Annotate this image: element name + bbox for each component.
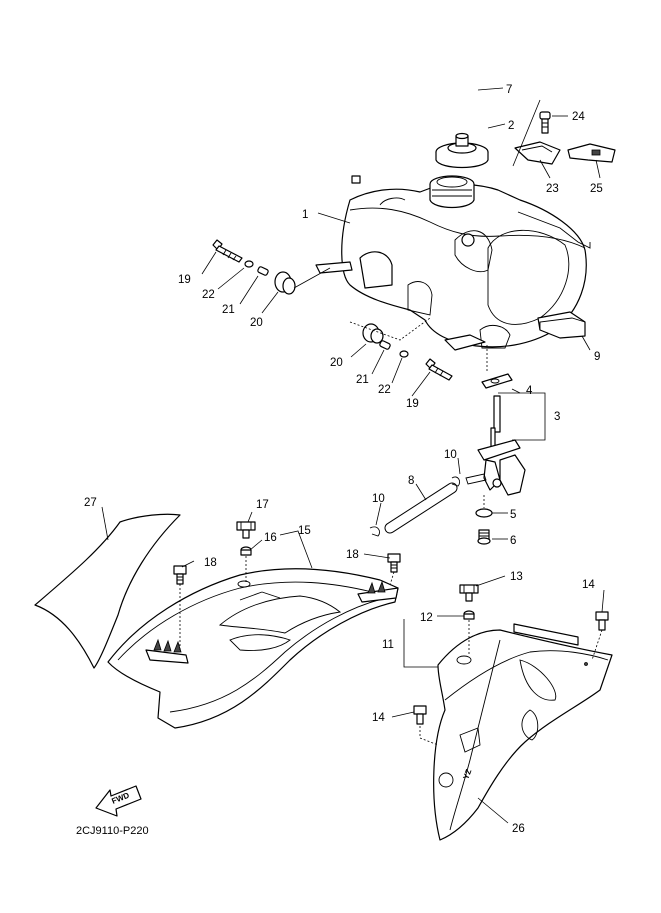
callout-22-upper: 22 [202,289,215,301]
callouts: 7 2 24 23 25 1 19 22 21 20 9 20 21 22 4 … [84,84,603,835]
fwd-arrow-icon: FWD [95,785,142,817]
fuel-hose [384,482,458,534]
callout-23: 23 [546,183,559,195]
tank-bracket [514,141,561,165]
callout-18-right: 18 [346,549,359,561]
callout-2: 2 [508,120,514,132]
callout-20-upper: 20 [250,317,263,329]
fuel-tank [315,175,591,351]
callout-10-upper: 10 [444,449,457,461]
callout-17: 17 [256,499,269,511]
callout-24: 24 [572,111,585,123]
mount-bolt-lower [425,358,453,381]
callout-25: 25 [590,183,603,195]
diagram-code: 2CJ9110-P220 [76,825,149,837]
callout-16: 16 [264,532,277,544]
fuel-cock [465,395,526,496]
grommet-16 [240,546,252,556]
callout-15: 15 [298,525,311,537]
screw-14-right [595,611,609,631]
callout-1: 1 [302,209,308,221]
fuel-cap [435,132,489,169]
callout-27: 27 [84,497,97,509]
callout-26: 26 [512,823,525,835]
callout-20-lower: 20 [330,357,343,369]
hose-clip-upper [451,476,461,487]
fuel-cock-gasket [481,373,513,389]
mount-bolt-upper [212,239,243,263]
callout-12: 12 [420,612,433,624]
damper-upper [274,271,296,295]
tank-damper [537,311,586,339]
damper-lower [362,323,384,344]
grommet-12 [463,610,475,620]
bolt-17 [236,521,256,539]
screw-18-right [387,553,401,573]
bolt-13 [459,584,479,602]
callout-19-lower: 19 [406,398,419,410]
washer-lower [399,350,409,358]
callout-13: 13 [510,571,523,583]
callout-3: 3 [554,411,560,423]
callout-14-right: 14 [582,579,595,591]
callout-14-left: 14 [372,712,385,724]
callout-22-lower: 22 [378,384,391,396]
callout-5: 5 [510,509,516,521]
screw-14-left [413,705,427,725]
side-graphic-left [34,513,181,669]
callout-21-lower: 21 [356,374,369,386]
callout-18-left: 18 [204,557,217,569]
washer-upper [244,260,254,268]
bracket-bolt [539,111,551,134]
collar-lower [379,340,391,350]
callout-4: 4 [526,385,533,397]
callout-7: 7 [506,84,512,96]
callout-21-upper: 21 [222,304,235,316]
breather-hose [351,87,479,184]
callout-9: 9 [594,351,600,363]
screw-18-left [173,565,187,585]
callout-10-lower: 10 [372,493,385,505]
callout-11: 11 [382,639,394,651]
callout-19-upper: 19 [178,274,191,286]
leader-lines [101,87,605,824]
side-cover-left [107,568,399,729]
collar-upper [257,266,269,276]
fuel-cock-washer [475,508,493,518]
svg-text:YZ: YZ [461,768,473,781]
tank-band-rubber [567,143,616,163]
callout-8: 8 [408,475,414,487]
side-cover-right: YZ [433,623,613,841]
fuel-cock-screw [477,529,491,545]
callout-6: 6 [510,535,516,547]
hose-clip-lower [369,526,381,537]
